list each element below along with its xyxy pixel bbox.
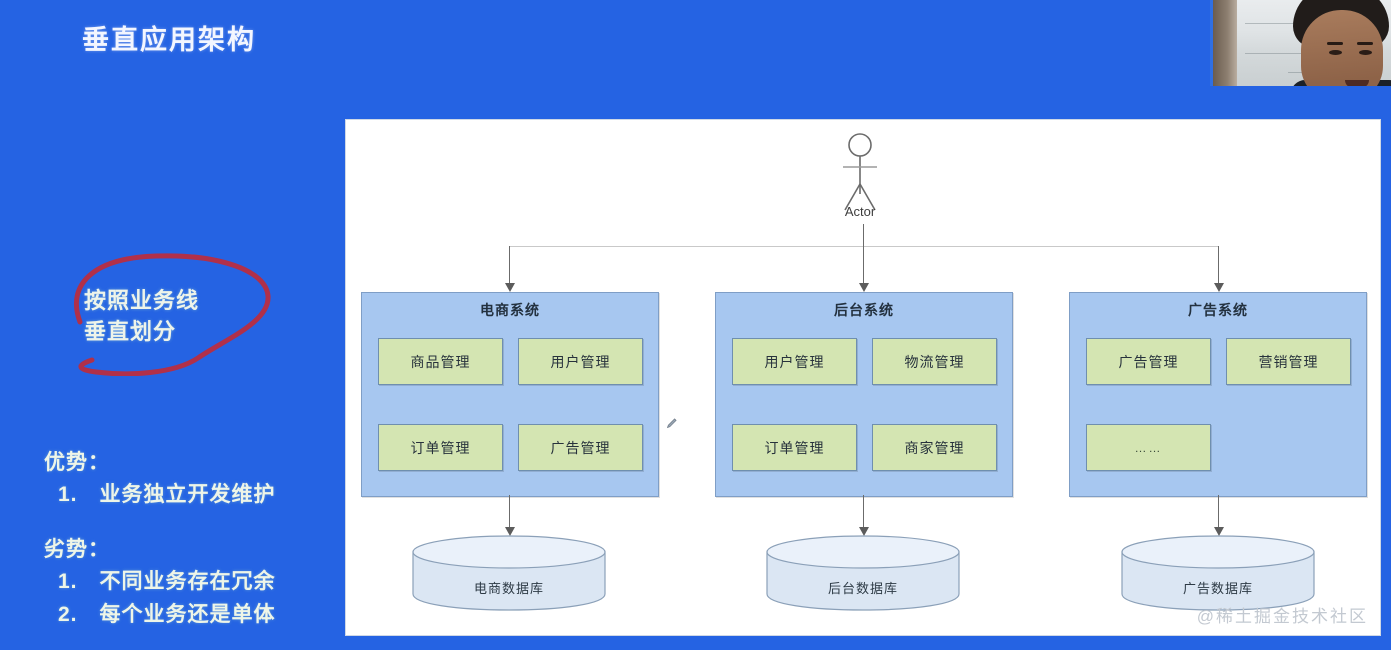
module-box[interactable]: 订单管理 <box>378 424 503 471</box>
pros-heading: 优势： <box>44 451 110 474</box>
page-title: 垂直应用架构 <box>82 25 256 55</box>
diagram-canvas[interactable]: Actor 电商系统 商品管理 用户管理 订单管理 广告管理 后台系统 用户管理… <box>345 119 1381 636</box>
system-box-advertising[interactable]: 广告系统 广告管理 营销管理 …… <box>1069 292 1367 497</box>
database-backend[interactable]: 后台数据库 <box>765 534 961 612</box>
module-box[interactable]: 物流管理 <box>872 338 997 385</box>
cons-item: 2. 每个业务还是单体 <box>58 602 276 626</box>
pros-item: 1. 业务独立开发维护 <box>58 483 276 507</box>
annotation-line-2: 垂直划分 <box>84 319 177 345</box>
database-cylinder-icon <box>412 535 606 611</box>
module-box[interactable]: 商品管理 <box>378 338 503 385</box>
person-eye-left <box>1329 50 1342 55</box>
database-label: 电商数据库 <box>473 581 544 596</box>
database-label: 后台数据库 <box>827 581 898 596</box>
person-eyebrow-right <box>1357 42 1373 45</box>
connector-db-1 <box>509 495 511 530</box>
system-box-backend[interactable]: 后台系统 用户管理 物流管理 订单管理 商家管理 <box>715 292 1013 497</box>
connector-drop-3 <box>1218 246 1220 284</box>
cons-heading: 劣势： <box>44 537 110 561</box>
module-box[interactable]: 营销管理 <box>1226 338 1351 385</box>
arrowhead-to-database-3 <box>1214 527 1224 536</box>
pros-cons-block: 优势： 1. 业务独立开发维护 劣势： 1. 不同业务存在冗余 2. 每个业务还… <box>44 448 276 632</box>
system-box-ecommerce[interactable]: 电商系统 商品管理 用户管理 订单管理 广告管理 <box>361 292 659 497</box>
pencil-cursor-icon[interactable] <box>665 416 679 430</box>
database-cylinder-icon <box>766 535 960 611</box>
person-mouth <box>1345 80 1369 86</box>
spacer <box>44 513 276 535</box>
database-advertising[interactable]: 广告数据库 <box>1120 534 1316 612</box>
person-face <box>1301 10 1383 86</box>
connector-db-2 <box>863 495 865 530</box>
system-title: 后台系统 <box>834 302 894 318</box>
module-box[interactable]: 广告管理 <box>518 424 643 471</box>
connector-drop-1 <box>509 246 511 284</box>
connector-actor-stem <box>863 224 865 246</box>
watermark: @稀土掘金技术社区 <box>1196 607 1368 626</box>
module-box[interactable]: …… <box>1086 424 1211 471</box>
person-eyebrow-left <box>1327 42 1343 45</box>
annotation-line-1: 按照业务线 <box>84 288 200 313</box>
arrowhead-to-system-1 <box>505 283 515 292</box>
module-box[interactable]: 商家管理 <box>872 424 997 471</box>
module-box[interactable]: 用户管理 <box>518 338 643 385</box>
system-title: 广告系统 <box>1188 302 1248 318</box>
arrowhead-to-system-2 <box>859 283 869 292</box>
system-title: 电商系统 <box>480 302 540 318</box>
arrowhead-to-database-2 <box>859 527 869 536</box>
person-eye-right <box>1359 50 1372 55</box>
module-box[interactable]: 订单管理 <box>732 424 857 471</box>
webcam-video-overlay[interactable] <box>1210 0 1391 86</box>
actor-label: Actor <box>844 204 876 219</box>
webcam-door-frame <box>1213 0 1237 86</box>
webcam-person <box>1285 0 1391 86</box>
annotation-text: 按照业务线 垂直划分 <box>84 285 199 347</box>
connector-drop-2 <box>863 246 865 284</box>
database-ecommerce[interactable]: 电商数据库 <box>411 534 607 612</box>
connector-db-3 <box>1218 495 1220 530</box>
module-box[interactable]: 用户管理 <box>732 338 857 385</box>
database-cylinder-icon <box>1121 535 1315 611</box>
cons-item: 1. 不同业务存在冗余 <box>58 570 276 594</box>
arrowhead-to-system-3 <box>1214 283 1224 292</box>
module-box[interactable]: 广告管理 <box>1086 338 1211 385</box>
actor-icon <box>843 133 877 211</box>
arrowhead-to-database-1 <box>505 527 515 536</box>
database-label: 广告数据库 <box>1182 581 1253 596</box>
